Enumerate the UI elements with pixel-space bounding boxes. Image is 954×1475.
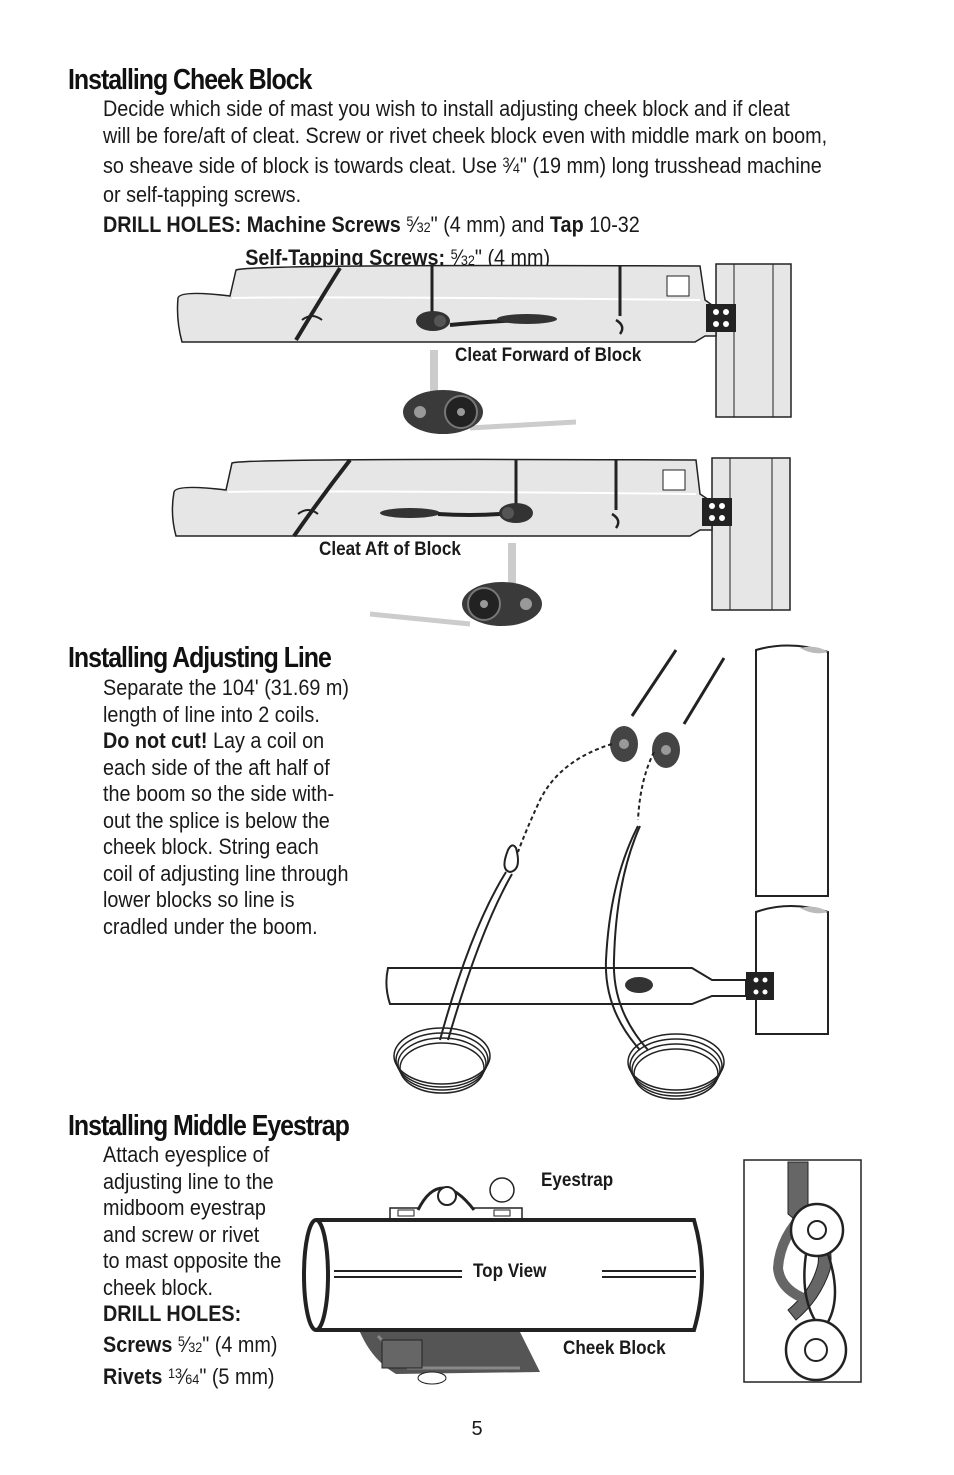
heading-installing-adjusting-line: Installing Adjusting Line	[68, 642, 332, 674]
text-line: adjusting line to the	[103, 1168, 274, 1194]
text-line: length of line into 2 coils.	[103, 701, 320, 727]
text-line: Separate the 104' (31.69 m)	[103, 675, 349, 700]
page-number: 5	[471, 1418, 483, 1440]
caption-cleat-aft: Cleat Aft of Block	[319, 539, 461, 560]
text-line: or self-tapping screws.	[103, 181, 302, 207]
text-line: Do not cut! Lay a coil on	[103, 728, 325, 753]
self-tapping-line: Self-Tapping Screws: 5⁄32" (4 mm)	[245, 244, 551, 270]
text-line: each side of the aft half of	[103, 754, 330, 780]
screws-line: Screws 5⁄32" (4 mm)	[103, 1331, 278, 1357]
text-line: and screw or rivet	[103, 1221, 260, 1247]
drill-holes-line: DRILL HOLES: Machine Screws 5⁄32" (4 mm)…	[103, 212, 640, 237]
text-line: so sheave side of block is towards cleat…	[103, 153, 822, 178]
text-line: cheek block. String each	[103, 834, 319, 859]
heading-installing-middle-eyestrap: Installing Middle Eyestrap	[68, 1110, 350, 1142]
label-cheek-block: Cheek Block	[563, 1338, 666, 1359]
rivets-line: Rivets 13⁄64" (5 mm)	[103, 1364, 275, 1389]
drill-holes-label: DRILL HOLES:	[103, 1301, 242, 1326]
label-eyestrap: Eyestrap	[541, 1170, 614, 1191]
text-line: Decide which side of mast you wish to in…	[103, 96, 790, 121]
text-line: will be fore/aft of cleat. Screw or rive…	[103, 122, 828, 148]
text-line: cradled under the boom.	[103, 913, 318, 939]
cheek-block-paragraph: Decide which side of mast you wish to in…	[103, 96, 827, 273]
middle-eyestrap-paragraph: Attach eyesplice of adjusting line to th…	[103, 1142, 281, 1393]
text-line: midboom eyestrap	[103, 1195, 266, 1220]
text-line: Attach eyesplice of	[103, 1142, 270, 1167]
caption-cleat-forward: Cleat Forward of Block	[455, 345, 642, 366]
text-line: out the splice is below the	[103, 807, 330, 833]
text-line: the boom so the side with-	[103, 781, 335, 806]
text-line: coil of adjusting line through	[103, 860, 349, 886]
heading-installing-cheek-block: Installing Cheek Block	[68, 64, 312, 96]
text-line: to mast opposite the	[103, 1248, 282, 1273]
text-line: cheek block.	[103, 1274, 214, 1300]
adjusting-line-paragraph: Separate the 104' (31.69 m) length of li…	[103, 675, 349, 940]
text-line: lower blocks so line is	[103, 887, 295, 912]
label-top-view: Top View	[473, 1261, 547, 1282]
